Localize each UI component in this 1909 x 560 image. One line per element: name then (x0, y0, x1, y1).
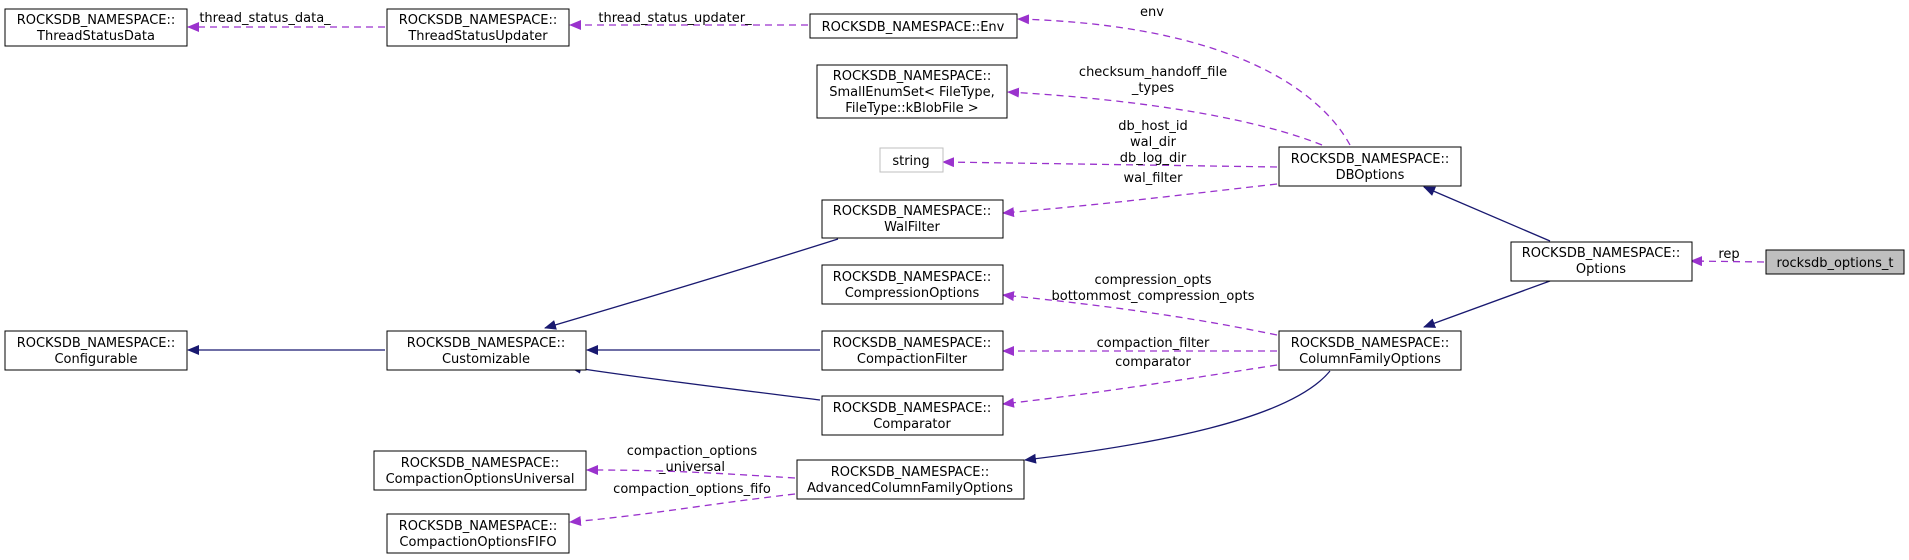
svg-text:ThreadStatusData: ThreadStatusData (36, 29, 155, 44)
edge-options-inherits-cfoptions (1423, 280, 1551, 328)
label-rep: rep (1718, 247, 1739, 262)
svg-text:comparator: comparator (1115, 355, 1191, 370)
node-compaction-options-fifo[interactable]: ROCKSDB_NAMESPACE:: CompactionOptionsFIF… (386, 513, 570, 554)
svg-text:Options: Options (1576, 262, 1626, 277)
node-configurable[interactable]: ROCKSDB_NAMESPACE:: Configurable (4, 330, 188, 371)
svg-text:ROCKSDB_NAMESPACE::: ROCKSDB_NAMESPACE:: (399, 519, 558, 534)
edge-cfoptions-to-compressionoptions (1002, 291, 1278, 336)
svg-text:ROCKSDB_NAMESPACE::: ROCKSDB_NAMESPACE:: (1522, 246, 1681, 261)
svg-text:string: string (892, 154, 929, 169)
node-thread-status-updater[interactable]: ROCKSDB_NAMESPACE:: ThreadStatusUpdater (386, 8, 570, 47)
svg-text:ROCKSDB_NAMESPACE::: ROCKSDB_NAMESPACE:: (831, 465, 990, 480)
label-compaction-universal: compaction_options _universal (627, 444, 758, 475)
svg-text:ROCKSDB_NAMESPACE::: ROCKSDB_NAMESPACE:: (17, 13, 176, 28)
svg-text:_universal: _universal (658, 460, 725, 475)
edge-advanced-to-universal (586, 465, 796, 479)
svg-text:ThreadStatusUpdater: ThreadStatusUpdater (407, 29, 548, 44)
svg-text:env: env (1140, 5, 1164, 20)
svg-text:ROCKSDB_NAMESPACE::: ROCKSDB_NAMESPACE:: (833, 270, 992, 285)
svg-text:SmallEnumSet< FileType,: SmallEnumSet< FileType, (829, 85, 995, 100)
svg-text:thread_status_updater_: thread_status_updater_ (598, 11, 752, 26)
node-thread-status-data[interactable]: ROCKSDB_NAMESPACE:: ThreadStatusData (4, 8, 188, 47)
svg-text:rocksdb_options_t: rocksdb_options_t (1777, 256, 1894, 271)
svg-text:Configurable: Configurable (54, 352, 137, 367)
svg-text:AdvancedColumnFamilyOptions: AdvancedColumnFamilyOptions (807, 481, 1013, 496)
label-checksum-handoff: checksum_handoff_file _types (1079, 65, 1227, 96)
svg-text:FileType::kBlobFile >: FileType::kBlobFile > (845, 101, 978, 116)
svg-text:db_host_id: db_host_id (1118, 119, 1187, 134)
svg-text:thread_status_data_: thread_status_data_ (199, 11, 331, 26)
svg-text:CompactionFilter: CompactionFilter (857, 352, 968, 367)
edge-comparator-inherits-customizable (569, 363, 821, 401)
svg-text:ROCKSDB_NAMESPACE::: ROCKSDB_NAMESPACE:: (833, 204, 992, 219)
svg-text:ROCKSDB_NAMESPACE::: ROCKSDB_NAMESPACE:: (833, 336, 992, 351)
node-db-options[interactable]: ROCKSDB_NAMESPACE:: DBOptions (1278, 146, 1462, 187)
node-comparator[interactable]: ROCKSDB_NAMESPACE:: Comparator (821, 395, 1004, 436)
svg-text:CompressionOptions: CompressionOptions (845, 286, 980, 301)
svg-text:WalFilter: WalFilter (884, 220, 940, 235)
svg-text:db_log_dir: db_log_dir (1120, 151, 1187, 166)
svg-text:CompactionOptionsUniversal: CompactionOptionsUniversal (386, 472, 575, 487)
label-env: env (1140, 5, 1164, 20)
edge-dboptions-to-string (942, 157, 1278, 168)
node-advanced-cf-options[interactable]: ROCKSDB_NAMESPACE:: AdvancedColumnFamily… (796, 459, 1025, 500)
edge-cfoptions-to-comparator (1002, 364, 1278, 408)
svg-text:compaction_filter: compaction_filter (1097, 336, 1210, 351)
svg-text:DBOptions: DBOptions (1336, 168, 1405, 183)
edge-options-inherits-dboptions (1423, 186, 1551, 242)
svg-text:ROCKSDB_NAMESPACE::: ROCKSDB_NAMESPACE:: (399, 13, 558, 28)
svg-text:compaction_options: compaction_options (627, 444, 758, 459)
label-comparator: comparator (1115, 355, 1191, 370)
svg-text:checksum_handoff_file: checksum_handoff_file (1079, 65, 1227, 80)
label-compaction-filter: compaction_filter (1097, 336, 1210, 351)
node-compaction-options-universal[interactable]: ROCKSDB_NAMESPACE:: CompactionOptionsUni… (373, 450, 587, 491)
edge-dboptions-to-smallenumset (1007, 87, 1323, 146)
svg-text:ROCKSDB_NAMESPACE::: ROCKSDB_NAMESPACE:: (1291, 336, 1450, 351)
node-column-family-options[interactable]: ROCKSDB_NAMESPACE:: ColumnFamilyOptions (1278, 330, 1462, 371)
node-small-enum-set[interactable]: ROCKSDB_NAMESPACE:: SmallEnumSet< FileTy… (816, 64, 1008, 119)
svg-text:_types: _types (1131, 81, 1175, 96)
label-compaction-fifo: compaction_options_fifo (613, 482, 771, 497)
node-string[interactable]: string (879, 147, 944, 173)
node-wal-filter[interactable]: ROCKSDB_NAMESPACE:: WalFilter (821, 199, 1004, 239)
edge-walfilter-inherits-customizable (544, 238, 839, 330)
svg-text:ROCKSDB_NAMESPACE::: ROCKSDB_NAMESPACE:: (1291, 152, 1450, 167)
node-env[interactable]: ROCKSDB_NAMESPACE::Env (809, 13, 1018, 39)
svg-text:ROCKSDB_NAMESPACE::: ROCKSDB_NAMESPACE:: (833, 401, 992, 416)
svg-text:wal_filter: wal_filter (1124, 171, 1184, 186)
node-rocksdb-options-t[interactable]: rocksdb_options_t (1765, 249, 1905, 275)
node-compaction-filter[interactable]: ROCKSDB_NAMESPACE:: CompactionFilter (821, 330, 1004, 371)
svg-text:ColumnFamilyOptions: ColumnFamilyOptions (1299, 352, 1441, 367)
label-wal-filter: wal_filter (1124, 171, 1184, 186)
svg-text:ROCKSDB_NAMESPACE::: ROCKSDB_NAMESPACE:: (833, 69, 992, 84)
svg-text:Customizable: Customizable (442, 352, 530, 367)
svg-text:ROCKSDB_NAMESPACE::: ROCKSDB_NAMESPACE:: (407, 336, 566, 351)
edge-rocksdboptions-to-options (1690, 256, 1765, 267)
svg-text:rep: rep (1718, 247, 1739, 262)
svg-text:wal_dir: wal_dir (1130, 135, 1177, 150)
svg-text:ROCKSDB_NAMESPACE::Env: ROCKSDB_NAMESPACE::Env (822, 20, 1005, 35)
svg-text:Comparator: Comparator (873, 417, 951, 432)
label-thread-status-data: thread_status_data_ (199, 11, 331, 26)
svg-text:bottommost_compression_opts: bottommost_compression_opts (1051, 289, 1254, 304)
edge-cfoptions-inherits-advanced (1024, 370, 1331, 464)
edge-dboptions-to-env (1017, 14, 1351, 146)
label-compression: compression_opts bottommost_compression_… (1051, 273, 1254, 304)
edge-dboptions-to-walfilter (1002, 183, 1278, 218)
label-thread-status-updater: thread_status_updater_ (598, 11, 752, 26)
svg-text:ROCKSDB_NAMESPACE::: ROCKSDB_NAMESPACE:: (401, 456, 560, 471)
node-customizable[interactable]: ROCKSDB_NAMESPACE:: Customizable (386, 330, 587, 371)
edge-advanced-to-fifo (569, 493, 796, 527)
node-compression-options[interactable]: ROCKSDB_NAMESPACE:: CompressionOptions (821, 264, 1004, 305)
svg-text:CompactionOptionsFIFO: CompactionOptionsFIFO (399, 535, 556, 550)
node-options[interactable]: ROCKSDB_NAMESPACE:: Options (1510, 241, 1693, 282)
svg-text:compression_opts: compression_opts (1095, 273, 1212, 288)
svg-text:compaction_options_fifo: compaction_options_fifo (613, 482, 771, 497)
label-string-members: db_host_id wal_dir db_log_dir (1118, 119, 1187, 166)
svg-text:ROCKSDB_NAMESPACE::: ROCKSDB_NAMESPACE:: (17, 336, 176, 351)
